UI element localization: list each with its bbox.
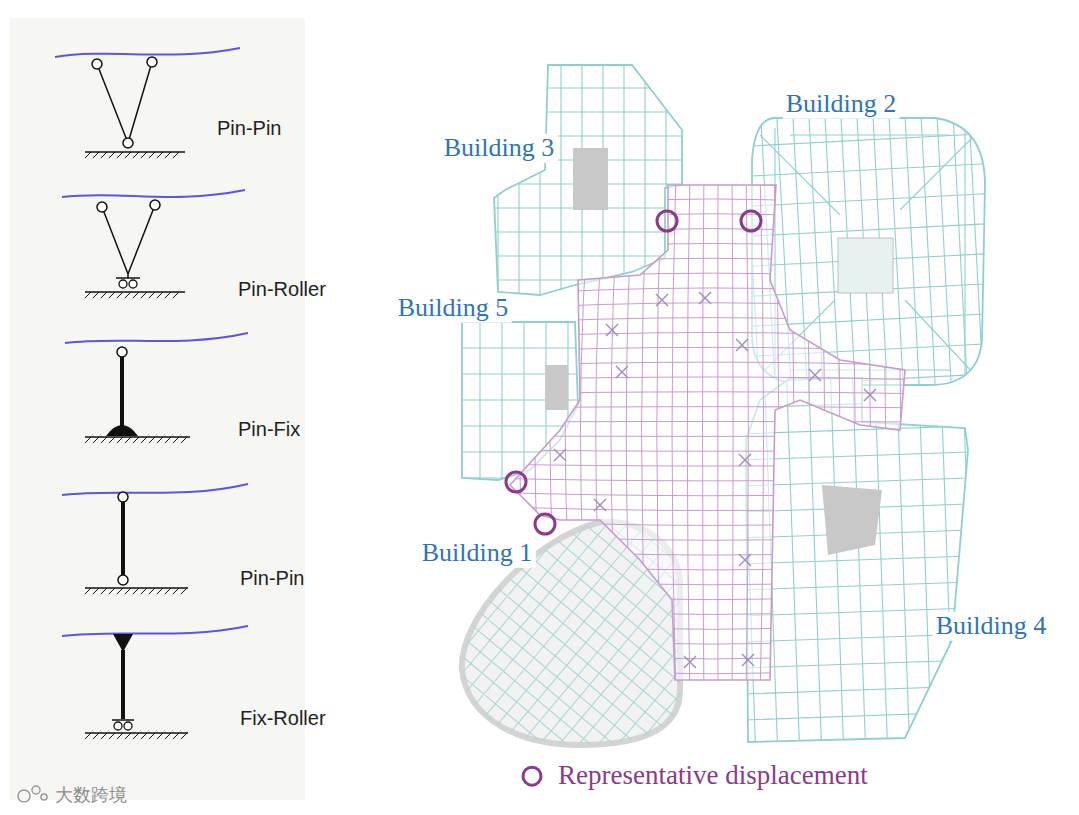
legend-text: Representative displacement — [558, 761, 868, 791]
ground-hatch — [85, 292, 179, 298]
fixed-joint — [113, 634, 133, 652]
ground-hatch — [85, 152, 179, 158]
ground-line — [85, 732, 188, 734]
core-fill — [573, 148, 608, 210]
beam-curve — [62, 484, 248, 495]
displacement-marker — [535, 514, 555, 534]
roof-grid — [458, 154, 946, 703]
support-label: Fix-Roller — [240, 707, 326, 729]
support-member — [121, 650, 125, 719]
legend-marker — [523, 767, 541, 785]
building-label: Building 5 — [395, 294, 512, 323]
support-member — [128, 62, 152, 143]
ground-hatch — [85, 733, 187, 739]
ground-hatch — [85, 588, 187, 594]
bracing-mark — [554, 292, 876, 668]
watermark-dot — [32, 786, 40, 794]
pin-joint — [117, 347, 127, 357]
roller — [124, 722, 132, 730]
support-label: Pin-Pin — [240, 567, 304, 589]
pin-joint — [97, 202, 107, 212]
support-label: Pin-Roller — [238, 278, 326, 300]
support-member — [102, 207, 128, 274]
pin-joint — [123, 138, 133, 148]
pin-joint — [147, 57, 157, 67]
building-label: Building 4 — [933, 612, 1050, 641]
beam-curve — [62, 626, 248, 636]
pin-joint — [118, 575, 128, 585]
roof-outline — [510, 185, 905, 680]
roof-grid-path — [458, 154, 946, 703]
ground-line — [85, 587, 188, 589]
legend-entry: Representative displacement — [520, 761, 868, 791]
pin-joint — [118, 492, 128, 502]
support-member — [112, 719, 134, 721]
core-fill — [822, 485, 882, 555]
pin-joint — [92, 59, 102, 69]
watermark-dot — [18, 790, 30, 802]
building-3-outline — [494, 65, 682, 295]
building-plan — [209, 0, 1079, 815]
ground-hatch — [85, 437, 187, 443]
displacement-marker — [657, 211, 677, 231]
core-fill — [545, 365, 568, 410]
building-label: Building 1 — [419, 539, 536, 568]
watermark-icon — [18, 786, 47, 802]
roller — [114, 722, 122, 730]
support-label: Pin-Fix — [238, 418, 300, 440]
watermark-dot — [41, 794, 47, 800]
support-member — [121, 502, 125, 575]
displacement-marker — [741, 211, 761, 231]
displacement-marker — [506, 472, 526, 492]
ground-line — [85, 436, 190, 438]
support-member — [128, 205, 155, 274]
beam-curve — [55, 48, 240, 57]
roller — [129, 280, 137, 288]
building-label: Building 3 — [441, 134, 558, 163]
legend-swatch — [520, 764, 544, 788]
pin-joint — [150, 200, 160, 210]
support-member — [120, 357, 124, 426]
panel-ground — [10, 18, 305, 800]
support-member — [116, 277, 140, 279]
beam-curve — [65, 333, 248, 343]
building-label: Building 2 — [783, 90, 900, 119]
beam-curve — [62, 190, 245, 197]
watermark: 大数跨境 — [55, 785, 127, 805]
core-fill — [838, 238, 893, 293]
support-label: Pin-Pin — [217, 117, 281, 139]
support-member — [97, 64, 128, 143]
support-panel — [10, 18, 305, 800]
roller — [119, 280, 127, 288]
fixed-base — [106, 425, 138, 436]
roof-structure — [458, 154, 946, 703]
